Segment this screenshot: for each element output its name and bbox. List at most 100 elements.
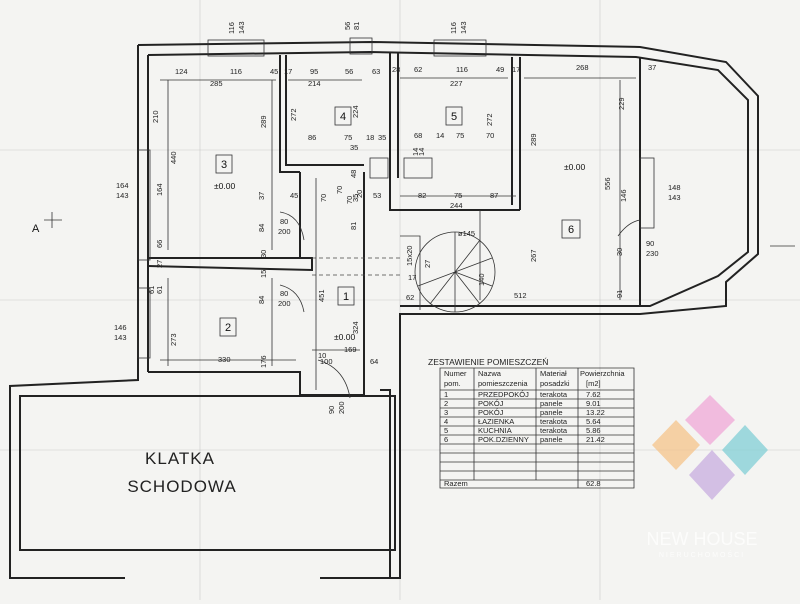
dim-top: 37 <box>648 63 656 72</box>
dim-room3: 440 <box>169 151 178 164</box>
dim-room2: 61 <box>155 286 164 294</box>
dim-room6: 229 <box>617 97 626 110</box>
dim-room2: 61 <box>147 286 156 294</box>
room-1-number: 1 <box>343 291 349 303</box>
table-header-number: Numer <box>444 369 467 378</box>
table-cell: 4 <box>444 417 448 426</box>
dim-hall: 53 <box>373 191 381 200</box>
dim-hall: 70 <box>319 194 328 202</box>
table-cell: 13.22 <box>586 408 605 417</box>
room-1-level: ±0.00 <box>334 332 355 342</box>
room-6-number: 6 <box>568 224 574 236</box>
dim-room5: 68 <box>414 131 422 140</box>
dim-hall: 90 <box>327 406 336 414</box>
dim-room4: 35 <box>351 194 360 202</box>
dim-room6: 230 <box>646 249 659 258</box>
dim-top-sub: 227 <box>450 79 463 88</box>
dim-top: 49 <box>496 65 504 74</box>
table-cell: 3 <box>444 408 448 417</box>
dim-room4: 70 <box>335 186 344 194</box>
dim-room2: 330 <box>218 355 231 364</box>
table-cell: 7.62 <box>586 390 601 399</box>
dim-room6: 30 <box>615 248 624 256</box>
dim-top-sub: 285 <box>210 79 223 88</box>
room-labels: 3 ±0.00 4 5 6 ±0.00 1 ±0.00 2 <box>214 106 585 342</box>
dim-room2: 273 <box>169 333 178 346</box>
dim-window: 81 <box>352 22 361 30</box>
dim-room4: 20 <box>355 190 364 198</box>
dim-room3: 164 <box>155 183 164 196</box>
dim-hall: 64 <box>370 357 378 366</box>
table-cell: 1 <box>444 390 448 399</box>
dim-hall: 451 <box>317 289 326 302</box>
dim-hall: 324 <box>351 321 360 334</box>
spiral-treads: 15x20 <box>405 246 414 266</box>
dim-hall: 100 <box>320 357 333 366</box>
table-cell: 5.64 <box>586 417 601 426</box>
table-cell: POKÓJ <box>478 408 504 417</box>
dim-top: 56 <box>345 67 353 76</box>
dim-room3: 210 <box>151 110 160 123</box>
dim-window: 143 <box>459 21 468 34</box>
stairwell-label-line1: KLATKA <box>145 449 215 468</box>
table-cell: 5 <box>444 426 448 435</box>
table-header-material-sub: posadzki <box>540 379 570 388</box>
watermark-brand: NEW HOUSE <box>646 529 757 549</box>
dim-room5: 272 <box>485 113 494 126</box>
dim-room5: 14 <box>417 148 426 156</box>
table-cell: panele <box>540 435 563 444</box>
table-cell: 6 <box>444 435 448 444</box>
watermark-tagline: NIERUCHOMOŚCI <box>659 550 745 559</box>
dim-room6: 289 <box>529 133 538 146</box>
table-cell: 2 <box>444 399 448 408</box>
table-total-label: Razem <box>444 479 468 488</box>
room-5-number: 5 <box>451 111 457 123</box>
dim-hall: 200 <box>278 299 291 308</box>
dim-room4: 75 <box>344 133 352 142</box>
table-cell: KUCHNIA <box>478 426 512 435</box>
dim-top-sub: 224 <box>351 105 360 118</box>
dim-window: 116 <box>449 22 458 34</box>
dim-top: 17 <box>512 65 520 74</box>
dim-top: 116 <box>230 67 242 76</box>
table-total-value: 62.8 <box>586 479 601 488</box>
dimensions-top: 124 116 45 17 95 56 63 28 62 116 49 17 2… <box>175 63 656 118</box>
dim-top: 62 <box>414 65 422 74</box>
dim-hall: 84 <box>257 224 266 232</box>
dim-room5: 14 <box>411 148 420 156</box>
dim-window: 148 <box>668 183 681 192</box>
dim-top: 124 <box>175 67 188 76</box>
dim-hall: 10 <box>318 351 326 360</box>
table-cell: terakota <box>540 390 568 399</box>
table-cell: 5.86 <box>586 426 601 435</box>
table-header-area: Powierzchnia <box>580 369 625 378</box>
room-2-number: 2 <box>225 322 231 334</box>
dim-window: 143 <box>114 333 127 342</box>
dim-room5: 87 <box>490 191 498 200</box>
spiral-diameter: ø145 <box>458 229 475 238</box>
dim-window: 143 <box>237 21 246 34</box>
watermark-logo: NEW HOUSE NIERUCHOMOŚCI <box>646 395 768 559</box>
dim-top: 45 <box>270 67 278 76</box>
room-3-level: ±0.00 <box>214 181 235 191</box>
dim-hall: 169 <box>344 345 357 354</box>
table-header-material: Materiał <box>540 369 567 378</box>
dim-top: 116 <box>456 65 468 74</box>
dim-hall: 45 <box>290 191 298 200</box>
room-6-level: ±0.00 <box>564 162 585 172</box>
dim-hall: 80 <box>280 289 288 298</box>
table-cell: 21.42 <box>586 435 605 444</box>
walls <box>9 37 795 579</box>
dim-top-sub: 214 <box>308 79 321 88</box>
dimensions-windows: 116 143 56 81 116 143 164 143 148 143 14… <box>114 21 681 342</box>
dim-room4: 18 <box>366 133 374 142</box>
dim-room6: 267 <box>529 249 538 262</box>
table-title: ZESTAWIENIE POMIESZCZEŃ <box>428 357 548 367</box>
room-schedule-table: ZESTAWIENIE POMIESZCZEŃ Numer pom. Nazwa… <box>428 357 635 489</box>
dim-room2: 176 <box>259 355 268 368</box>
dim-room5: 14 <box>436 131 444 140</box>
dim-hall: 200 <box>278 227 291 236</box>
dim-room6: 512 <box>514 291 527 300</box>
dim-window: 56 <box>343 22 352 30</box>
